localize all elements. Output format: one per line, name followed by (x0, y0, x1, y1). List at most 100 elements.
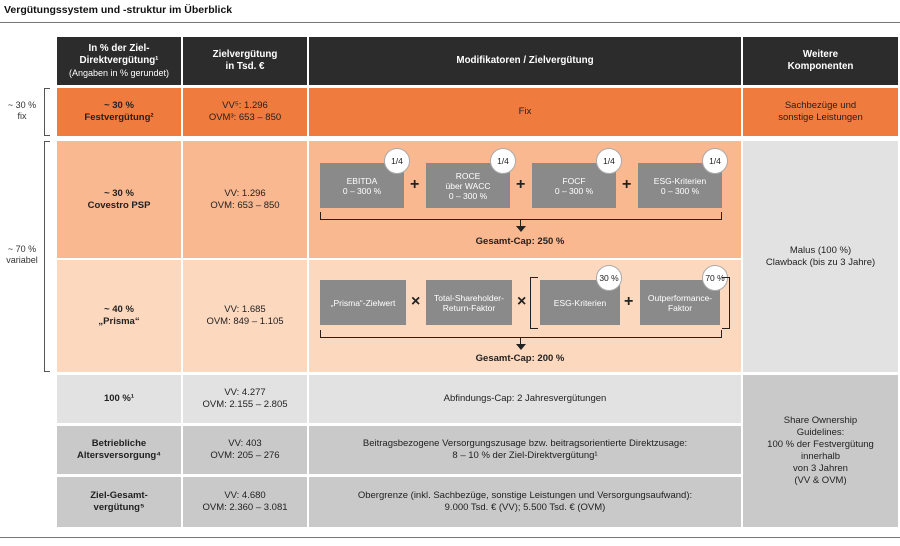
fixed-brace (44, 88, 50, 136)
prisma-box-outperformance-line1: Outperformance- (647, 292, 713, 303)
variable-share-pct: ~ 70 % (7, 244, 37, 254)
fixed-share-label: ~ 30 % fix (2, 100, 42, 122)
psp-box-ebitda-title: EBITDA (346, 175, 378, 186)
prisma-badge-outperformance: 70 % (702, 265, 728, 291)
pension-modifier-line1: Beitragsbezogene Versorgungszusage bzw. … (362, 438, 688, 449)
header-col1-line2: Direktvergütung¹ (79, 55, 159, 66)
psp-total-cap: Gesamt-Cap: 250 % (475, 236, 565, 247)
prisma-box-tsr: Total-Shareholder- Return-Faktor (426, 280, 512, 325)
fixed-pay-pct: ~ 30 % (104, 100, 134, 111)
header-col4-line2: Komponenten (787, 61, 854, 72)
hundred-vv: VV: 4.277 (224, 387, 266, 398)
arrow-down-icon (516, 226, 526, 232)
row-psp-label: ~ 30 % Covestro PSP (57, 141, 181, 258)
psp-ovm: OVM: 653 – 850 (210, 199, 280, 211)
fixed-pay-target: VV⁵: 1.296 OVM³: 653 – 850 (183, 88, 307, 136)
fixed-pay-modifier: Fix (309, 88, 741, 136)
psp-cap-bracket (320, 212, 722, 220)
fixed-pay-extra-line2: sonstige Leistungen (778, 112, 863, 123)
psp-badge-focf: 1/4 (596, 148, 622, 174)
fixed-pay-ovm: OVM³: 653 – 850 (208, 112, 282, 123)
psp-badge-roce: 1/4 (490, 148, 516, 174)
psp-box-esg-title: ESG-Kriterien (653, 175, 707, 186)
share-ownership: Share Ownership Guidelines: 100 % der Fe… (743, 375, 898, 527)
fixed-share-text: fix (17, 111, 27, 121)
share-line5: von 3 Jahren (793, 463, 848, 474)
prisma-name: „Prisma“ (98, 316, 140, 327)
header-col2-line1: Zielvergütung (212, 49, 278, 60)
header-target-share: In % der Ziel- Direktvergütung¹ (Angaben… (57, 37, 181, 85)
prisma-cap-bracket (320, 330, 722, 338)
plus-operator: + (516, 176, 526, 193)
fixed-pay-extra-line1: Sachbezüge und (784, 100, 857, 111)
fixed-pay-name: Festvergütung² (84, 112, 154, 123)
plus-operator: + (410, 176, 420, 193)
row-prisma-label: ~ 40 % „Prisma“ (57, 260, 181, 372)
header-col1-line1: In % der Ziel- (88, 43, 150, 54)
fixed-share-pct: ~ 30 % (7, 100, 37, 110)
total-vv: VV: 4.680 (224, 490, 266, 501)
total-modifier-line2: 9.000 Tsd. € (VV); 5.500 Tsd. € (OVM) (444, 502, 606, 513)
fixed-pay-vv: VV⁵: 1.296 (222, 100, 268, 111)
pension-modifier: Beitragsbezogene Versorgungszusage bzw. … (309, 426, 741, 474)
share-line4: innerhalb (800, 451, 841, 462)
header-target-comp: Zielvergütung in Tsd. € (183, 37, 307, 85)
bottom-rule (0, 537, 900, 538)
left-bracket (530, 277, 538, 329)
pension-vv: VV: 403 (228, 438, 262, 449)
psp-badge-esg: 1/4 (702, 148, 728, 174)
psp-vv: VV: 1.296 (224, 187, 266, 199)
prisma-box-target-value: „Prisma“-Zielwert (320, 280, 406, 325)
severance-cap: Abfindungs-Cap: 2 Jahresvergütungen (309, 375, 741, 423)
share-line2: Guidelines: (796, 427, 845, 438)
prisma-ovm: OVM: 849 – 1.105 (206, 316, 284, 327)
variable-share-label: ~ 70 % variabel (0, 244, 44, 266)
header-modifiers: Modifikatoren / Zielvergütung (309, 37, 741, 85)
total-modifier: Obergrenze (inkl. Sachbezüge, sonstige L… (309, 477, 741, 527)
header-further-components: Weitere Komponenten (743, 37, 898, 85)
arrow-down-icon (516, 344, 526, 350)
psp-box-roce-title: ROCE (455, 170, 481, 181)
psp-box-focf-title: FOCF (562, 175, 586, 186)
header-col1-line3: (Angaben in % gerundet) (68, 68, 170, 78)
prisma-box-tsr-line2: Return-Faktor (442, 302, 496, 313)
psp-box-focf-range: 0 – 300 % (554, 185, 594, 196)
times-operator: × (517, 293, 527, 310)
page-title: Vergütungssystem und -struktur im Überbl… (4, 4, 233, 16)
total-target: VV: 4.680 OVM: 2.360 – 3.081 (183, 477, 307, 527)
times-operator: × (411, 293, 421, 310)
prisma-vv: VV: 1.685 (224, 304, 266, 315)
total-name-line1: Ziel-Gesamt- (90, 490, 148, 501)
prisma-pct: ~ 40 % (104, 304, 134, 315)
row-fixed-pay-label: ~ 30 % Festvergütung² (57, 88, 181, 136)
fixed-pay-extra: Sachbezüge und sonstige Leistungen (743, 88, 898, 136)
malus-text: Malus (100 %) (789, 244, 852, 256)
psp-badge-ebitda: 1/4 (384, 148, 410, 174)
psp-box-ebitda-range: 0 – 300 % (342, 185, 382, 196)
row-pension-label: Betriebliche Altersversorgung⁴ (57, 426, 181, 474)
psp-target: VV: 1.296 OVM: 653 – 850 (183, 141, 307, 258)
psp-pct: ~ 30 % (104, 187, 134, 199)
psp-box-roce-sub: über WACC (445, 180, 491, 191)
header-col2-line2: in Tsd. € (225, 61, 265, 72)
hundred-target: VV: 4.277 OVM: 2.155 – 2.805 (183, 375, 307, 423)
total-modifier-line1: Obergrenze (inkl. Sachbezüge, sonstige L… (357, 490, 693, 501)
total-ovm: OVM: 2.360 – 3.081 (202, 502, 288, 513)
prisma-box-tsr-line1: Total-Shareholder- (434, 292, 504, 303)
pension-target: VV: 403 OVM: 205 – 276 (183, 426, 307, 474)
pension-name-line1: Betriebliche (91, 438, 147, 449)
malus-clawback: Malus (100 %) Clawback (bis zu 3 Jahre) (743, 141, 898, 372)
share-line3: 100 % der Festvergütung (767, 439, 874, 450)
variable-share-text: variabel (6, 255, 38, 265)
variable-brace (44, 141, 50, 372)
row-total-label: Ziel-Gesamt- vergütung⁵ (57, 477, 181, 527)
prisma-target: VV: 1.685 OVM: 849 – 1.105 (183, 260, 307, 372)
right-bracket (722, 277, 730, 329)
prisma-badge-esg: 30 % (596, 265, 622, 291)
prisma-box-outperformance-line2: Faktor (667, 302, 693, 313)
title-rule (0, 22, 900, 23)
hundred-ovm: OVM: 2.155 – 2.805 (202, 399, 288, 410)
share-line6: (VV & OVM) (794, 475, 847, 486)
pension-modifier-line2: 8 – 10 % der Ziel-Direktvergütung¹ (452, 450, 598, 461)
prisma-cap-arrow-line (520, 338, 521, 346)
